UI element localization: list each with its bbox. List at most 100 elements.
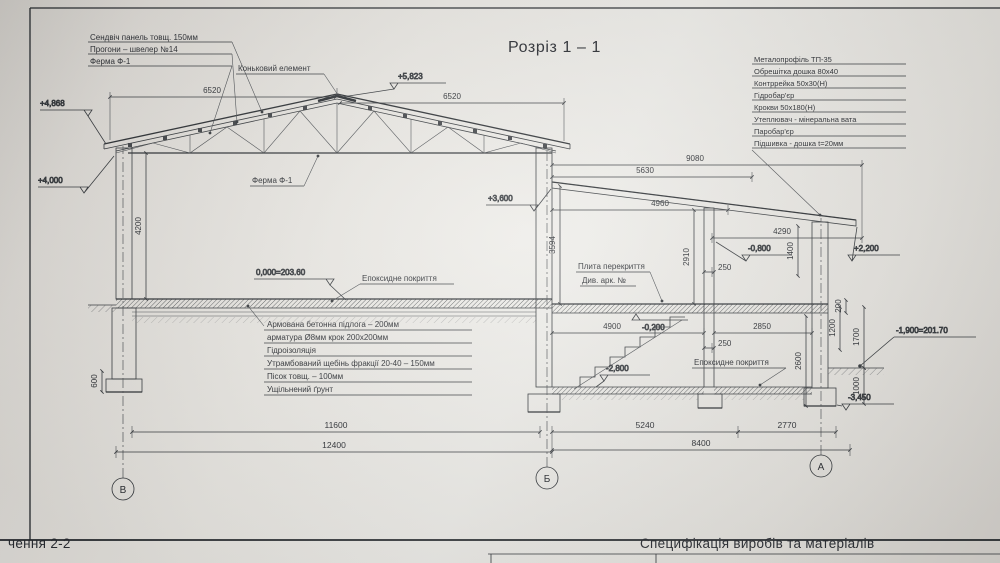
- svg-text:-0,800: -0,800: [748, 244, 771, 253]
- dim-11600: 11600: [324, 420, 347, 430]
- svg-text:+3,600: +3,600: [488, 194, 513, 203]
- callout-metal-profile: Металопрофіль ТП-35: [754, 55, 832, 64]
- truss-callout: Ферма Ф-1: [250, 154, 320, 187]
- dim-200: 200: [834, 299, 843, 313]
- callout-battens: Обрешітка дошка 80х40: [754, 67, 838, 76]
- slab-callout: Плита перекриття Див. арк. №: [576, 262, 664, 303]
- stairs: [573, 316, 685, 390]
- callout-truss: Ферма Ф-1: [90, 57, 131, 66]
- label-slab-ref: Див. арк. №: [582, 276, 626, 285]
- layer-crushed-stone: Утрамбований щебінь фракції 20-40 – 150м…: [267, 359, 435, 368]
- callout-vapor-barrier: Паробар'єр: [754, 127, 794, 136]
- level-ground-right: -1,900=201.70: [858, 326, 976, 368]
- axis-label-v: В: [120, 485, 127, 496]
- dim-2910: 2910: [682, 248, 691, 266]
- dim-5630: 5630: [636, 166, 654, 175]
- dim-12400: 12400: [322, 440, 346, 450]
- dim-2770: 2770: [778, 420, 797, 430]
- dim-4290: 4290: [773, 227, 791, 236]
- level-annex-ceiling: -0,800: [715, 241, 792, 262]
- roof-callouts-left: Сендвіч панель товщ. 150мм Прогони – шве…: [88, 33, 264, 135]
- footer-section-2-2: чення 2-2: [8, 536, 71, 551]
- callout-rafters: Крокви 50х180(Н): [754, 103, 816, 112]
- extension-lines: [109, 88, 863, 458]
- level-annex-roof-high: +3,600: [486, 188, 552, 212]
- grade-left: [88, 305, 116, 312]
- layer-concrete-floor: Армована бетонна підлога – 200мм: [267, 320, 399, 329]
- svg-text:-2,800: -2,800: [606, 364, 629, 373]
- basement-floors: [552, 386, 812, 400]
- grade-right: [828, 368, 884, 375]
- footer: чення 2-2 Специфікація виробів та матері…: [8, 536, 874, 551]
- level-truss-support: +4,000: [38, 155, 115, 194]
- middle-wall: [527, 147, 561, 413]
- dim-4900: 4900: [603, 322, 621, 331]
- purlins: [128, 106, 547, 148]
- level-annex-roof-low: +2,200: [847, 226, 900, 262]
- level-eaves-left: +4,868: [40, 99, 107, 145]
- label-epoxy-left: Епоксидне покриття: [362, 274, 437, 283]
- layer-compacted-soil: Ущільнений ґрунт: [267, 385, 333, 394]
- page-title: Розріз 1 – 1: [508, 39, 601, 56]
- dim-6520-right: 6520: [443, 92, 461, 101]
- callout-insulation: Утеплювач - мінеральна вата: [754, 115, 857, 124]
- svg-text:+2,200: +2,200: [854, 244, 879, 253]
- label-truss-f1: Ферма Ф-1: [252, 176, 293, 185]
- dim-2600: 2600: [794, 352, 803, 370]
- dim-4960: 4960: [651, 199, 669, 208]
- svg-text:+5,823: +5,823: [398, 72, 423, 81]
- callout-ridge-element: Коньковий елемент: [238, 64, 311, 73]
- dim-250-bottom: 250: [718, 339, 732, 348]
- dim-1700: 1700: [852, 328, 861, 346]
- callout-purlins: Прогони – швелер №14: [90, 45, 178, 54]
- callout-sandwich-panel: Сендвіч панель товщ. 150мм: [90, 33, 198, 42]
- callout-soffit-board: Підшивка - дошка t=20мм: [754, 139, 843, 148]
- level-foundation-right: -3,450: [836, 393, 894, 411]
- layer-sand: Пісок товщ. – 100мм: [267, 372, 343, 381]
- axis-bubble-v: [111, 477, 135, 501]
- dim-2850: 2850: [753, 322, 771, 331]
- dim-1000: 1000: [852, 377, 861, 395]
- svg-text:+4,000: +4,000: [38, 176, 63, 185]
- annex-interior-wall: [697, 207, 723, 409]
- axis-bubble-b: [535, 466, 559, 490]
- svg-text:-0,200: -0,200: [642, 323, 665, 332]
- hall-left-wall: [88, 147, 143, 393]
- svg-text:-3,450: -3,450: [848, 393, 871, 402]
- dim-9080: 9080: [686, 154, 704, 163]
- level-marks: +4,868 +4,000 +5,823 +3,600 +2,200 -0,80…: [38, 72, 976, 411]
- footer-specification-title: Специфікація виробів та матеріалів: [640, 536, 874, 551]
- level-annex-floor: -0,200: [631, 313, 688, 332]
- annex-roof: [551, 181, 857, 227]
- label-slab: Плита перекриття: [578, 262, 645, 271]
- annex-slab: [552, 303, 828, 314]
- svg-text:+4,868: +4,868: [40, 99, 65, 108]
- axis-label-a: А: [818, 462, 825, 473]
- dimension-lines: [100, 95, 866, 454]
- callout-counter-batten: Контррейка 50х30(Н): [754, 79, 828, 88]
- epoxy-callout-right: Епоксидне покриття: [692, 358, 787, 387]
- floor-layers-callout: Армована бетонна підлога – 200мм арматур…: [246, 304, 472, 396]
- layer-rebar: арматура Ø8мм крок 200х200мм: [267, 333, 388, 342]
- callout-hydro-barrier: Гідробар'єр: [754, 91, 794, 100]
- level-floor-zero: 0,000=203.60: [254, 268, 347, 301]
- axes: В Б А: [111, 146, 833, 501]
- dim-1200: 1200: [828, 319, 837, 337]
- dim-600: 600: [90, 374, 99, 388]
- dim-5240: 5240: [636, 420, 655, 430]
- truss: [115, 102, 557, 154]
- ridge-callout: Коньковий елемент: [236, 64, 340, 97]
- hall-floor-slab: [116, 298, 552, 323]
- axis-label-b: Б: [544, 474, 551, 485]
- dim-250-top: 250: [718, 263, 732, 272]
- level-ridge: +5,823: [341, 72, 446, 98]
- dim-3594: 3594: [548, 236, 557, 254]
- axis-bubble-a: [809, 454, 833, 478]
- dimension-texts: 6520 6520 9080 5630 4960 4290 4200 3594 …: [90, 86, 861, 450]
- roof-callouts-right: Металопрофіль ТП-35 Обрешітка дошка 80х4…: [751, 55, 906, 217]
- dim-4200: 4200: [134, 217, 143, 235]
- level-basement-floor: -2,800: [595, 364, 650, 388]
- layer-waterproofing: Гідроізоляція: [267, 346, 316, 355]
